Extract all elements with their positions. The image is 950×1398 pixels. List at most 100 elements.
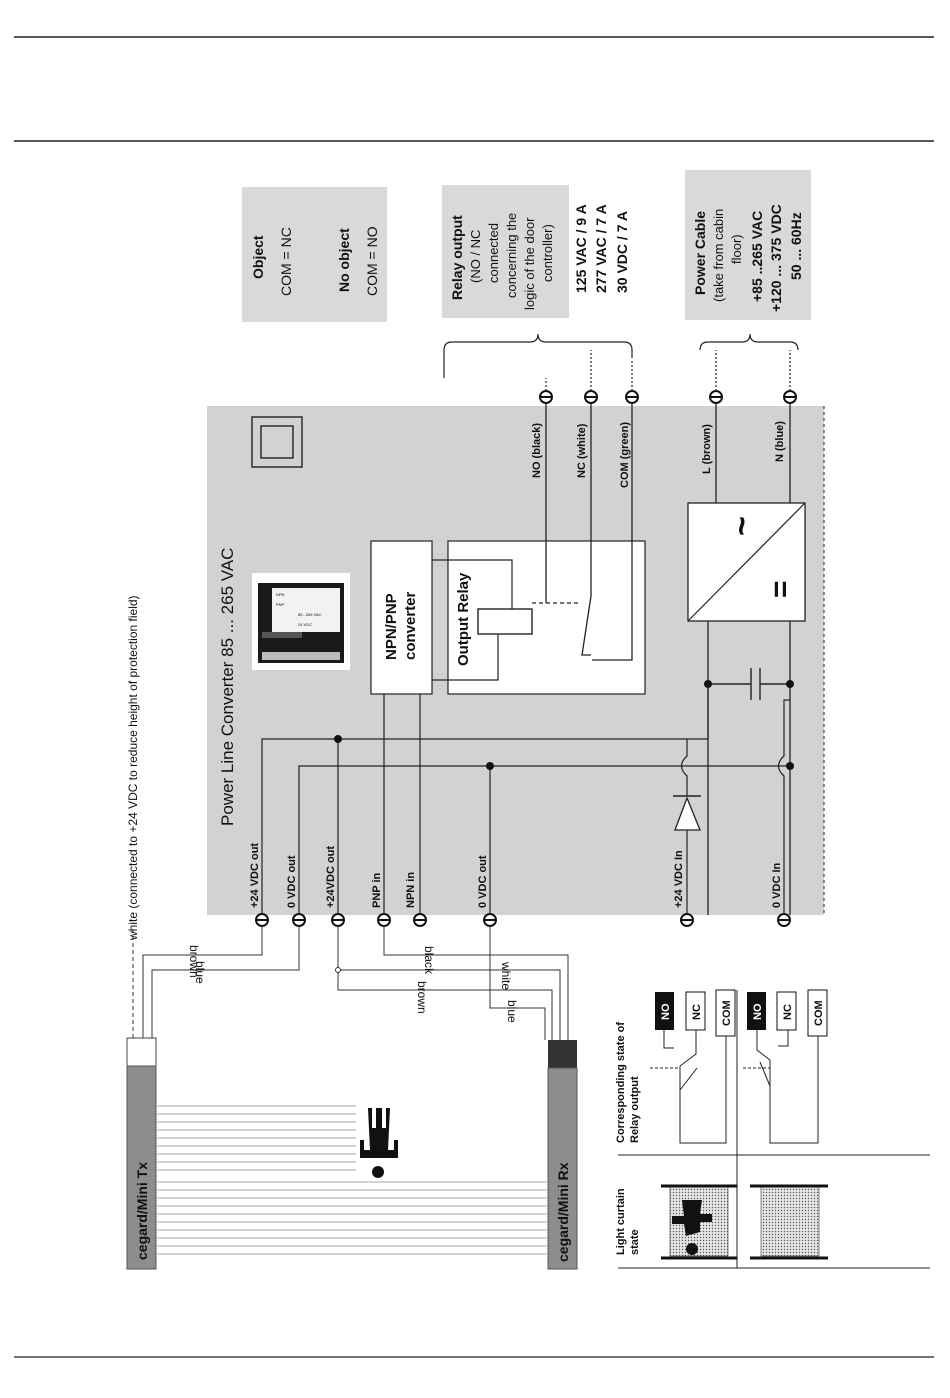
- nc-label-2: NC: [782, 1004, 794, 1020]
- psu-ac-symbol: ~: [723, 516, 761, 536]
- relay-line-2: connected: [486, 223, 501, 283]
- state-noobject-field: [760, 1185, 820, 1257]
- power-line-1: (take from cabin: [711, 209, 726, 302]
- term-nc: NC (white): [576, 423, 588, 478]
- photo-label-pnp: PNP: [276, 602, 285, 607]
- top-terminals: [539, 390, 797, 404]
- relay-coil: [477, 608, 533, 635]
- tx-connector: [126, 1037, 157, 1067]
- table-col2-line1: Corresponding state of: [615, 1022, 627, 1143]
- blue-label-2: blue: [505, 1000, 519, 1023]
- relay-state-object: [663, 1030, 727, 1144]
- term-plus24-out: +24 VDC out: [249, 843, 261, 908]
- node-zero: [486, 762, 494, 770]
- relay-rating-1: 125 VAC / 9 A: [573, 204, 589, 293]
- white-join-node: [335, 967, 341, 973]
- rx-connector: [548, 1040, 577, 1068]
- power-cable-title: Power Cable: [692, 211, 708, 295]
- rx-bar: [547, 1067, 578, 1270]
- zero-in-wire: [777, 699, 790, 915]
- relay-contact: [545, 404, 633, 661]
- housing-symbol-outer: [251, 416, 303, 468]
- white-note: white (connected to +24 VDC to reduce he…: [126, 595, 140, 941]
- object-legend-box: [242, 187, 387, 322]
- photo-label-vdc: 24 VDC: [298, 622, 312, 627]
- diode: [674, 796, 701, 831]
- relay-line-4: logic of the door: [522, 217, 537, 310]
- no-label-box-2: [747, 992, 766, 1030]
- table-col1-line2: state: [629, 1229, 641, 1255]
- relay-output-box: [442, 185, 569, 318]
- relay-line-3: concerning the: [504, 213, 519, 298]
- table-col1-line1: Light curtain: [615, 1188, 627, 1255]
- white-label: white: [499, 961, 513, 990]
- term-plus24-out-2: +24VDC out: [325, 846, 337, 908]
- relay-line-5: controller): [540, 224, 555, 282]
- com-label-2: COM: [813, 1000, 825, 1026]
- tx-label: cegard/Mini Tx: [134, 1162, 150, 1260]
- housing-symbol-inner: [260, 425, 294, 459]
- rx-white-wire: [338, 969, 561, 1040]
- com-label-1: COM: [721, 1000, 733, 1026]
- object-value: COM = NC: [278, 227, 294, 296]
- term-no: NO (black): [531, 423, 543, 478]
- term-zero-out-2: 0 VDC out: [477, 855, 489, 908]
- relay-output-title: Relay output: [449, 215, 465, 300]
- bus-plus24: [261, 738, 708, 915]
- plus24-in-wire: [680, 739, 688, 915]
- relay-coil-wire: [432, 559, 513, 681]
- bottom-terminals: [255, 913, 791, 927]
- cap-node-n: [786, 680, 794, 688]
- term-plus24-in: +24 VDC In: [673, 850, 685, 908]
- term-com: COM (green): [619, 422, 631, 488]
- state-table: [618, 990, 930, 1269]
- power-cable-box: [685, 170, 811, 320]
- term-zero-in: 0 VDC In: [771, 862, 783, 908]
- tx-brown-wire: [142, 926, 263, 1038]
- relay-rating-3: 30 VDC / 7 A: [614, 211, 630, 293]
- person-icon: [360, 1108, 398, 1178]
- term-l: L (brown): [701, 424, 713, 474]
- bus-zero: [298, 765, 790, 915]
- black-label: black: [422, 946, 436, 975]
- term-zero-out-1: 0 VDC out: [286, 855, 298, 908]
- psu-diagonal: [687, 502, 806, 622]
- converter-photo: NPN PNP 85...265 VAC 24 VDC: [252, 573, 350, 670]
- term-n: N (blue): [774, 421, 786, 462]
- no-label-1: NO: [660, 1003, 672, 1020]
- capacitor: [708, 668, 790, 700]
- relay-state-noobject: [756, 1030, 819, 1144]
- npn-pnp-converter-box: [370, 540, 433, 695]
- no-object-value: COM = NO: [364, 226, 380, 296]
- no-label-2: NO: [752, 1003, 764, 1020]
- photo-label-vac: 85...265 VAC: [298, 612, 322, 617]
- converter-title: Power Line Converter 85 ... 265 VAC: [218, 548, 237, 826]
- output-relay-label: Output Relay: [455, 572, 472, 666]
- rx-label: cegard/Mini Rx: [555, 1162, 571, 1262]
- relay-brace: [443, 333, 633, 378]
- no-object-title: No object: [336, 228, 352, 292]
- relay-rating-2: 277 VAC / 7 A: [593, 204, 609, 293]
- rx-black-wire: [383, 926, 569, 1040]
- node-zero-n: [786, 762, 794, 770]
- photo-label-npn: NPN: [276, 592, 285, 597]
- object-title: Object: [250, 235, 266, 279]
- relay-line-1: (NO / NC: [468, 230, 483, 283]
- rx-brown-wire: [337, 926, 553, 1040]
- relay-cable-lines: [545, 350, 791, 391]
- no-label-box-1: [655, 992, 674, 1030]
- brown-label-2: brown: [415, 981, 429, 1014]
- psu-dc-symbol: =: [764, 580, 797, 598]
- power-brace: [699, 333, 799, 351]
- table-col2-line2: Relay output: [629, 1076, 641, 1143]
- relay-state-object-arm: [679, 1067, 698, 1091]
- l-line: [707, 404, 717, 915]
- npn-pnp-label-2: converter: [402, 591, 419, 660]
- term-pnp-in: PNP in: [371, 872, 383, 908]
- blue-label-1: blue: [193, 961, 207, 984]
- power-line-2: floor): [729, 234, 744, 264]
- light-beams: [157, 1105, 547, 1255]
- tx-bar: [126, 1065, 157, 1270]
- tx-blue-wire: [151, 926, 300, 1038]
